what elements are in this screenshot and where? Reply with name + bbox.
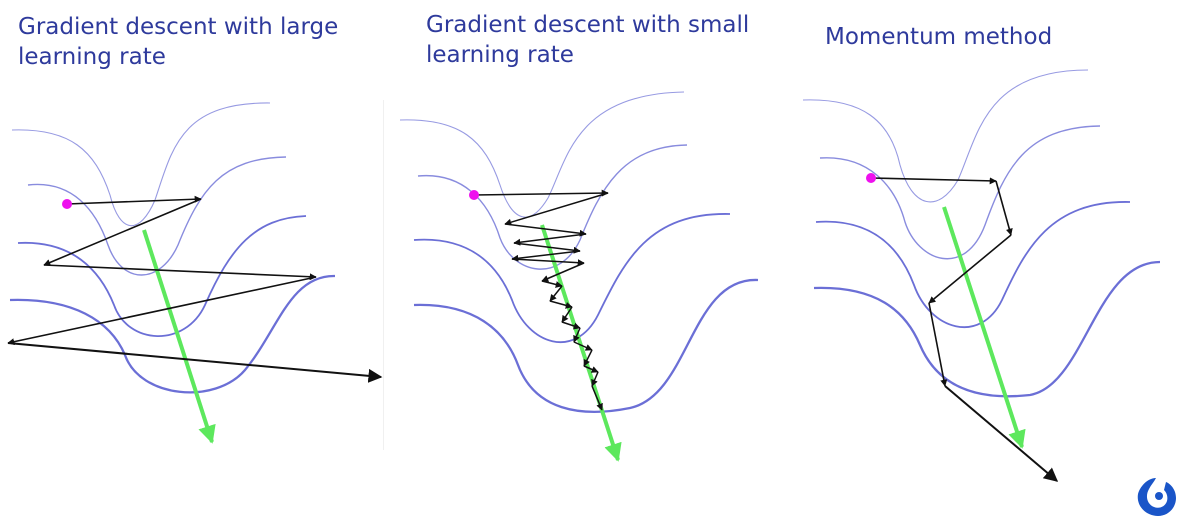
contour-lines [9,102,336,394]
step-arrow [66,195,202,205]
step-arrow [7,342,383,383]
step-arrow [583,349,593,367]
step-arrow [928,302,948,387]
step-arrow [513,233,587,246]
contour-line [413,278,759,413]
gradient-arrow [142,229,216,444]
start-point [62,199,72,209]
contour-line [27,156,287,276]
contour-line [819,125,1101,260]
gradient-arrow [540,224,622,462]
step-arrow [561,306,573,323]
step-arrow [573,327,581,343]
contour-line [813,260,1161,398]
step-arrow [995,180,1013,236]
contour-line [11,102,271,227]
step-arrow [591,385,603,411]
contour-lines [802,69,1161,398]
panel-divider [383,100,384,450]
descent-path [473,189,609,411]
step-arrow [473,189,609,197]
step-arrow [583,365,599,373]
logo-icon [1137,478,1176,516]
panel-momentum [802,69,1161,482]
panel-large-lr [7,102,383,444]
start-point [866,173,876,183]
step-arrow [7,276,317,346]
contour-line [9,274,336,394]
contour-line [802,69,1089,203]
step-arrow [541,280,563,288]
step-arrow [504,223,587,237]
panel-title-small-lr: Gradient descent with small learning rat… [426,12,750,68]
contour-line [17,215,307,337]
contour-line [399,91,685,218]
step-arrow [928,234,1012,304]
step-arrow [513,242,581,254]
panel-title-large-lr: Gradient descent with large learning rat… [18,14,339,70]
contour-line [815,201,1131,328]
step-arrow [541,262,585,282]
gradient-arrow [942,206,1026,449]
contour-line [413,213,731,343]
panel-title-momentum: Momentum method [825,24,1053,50]
contour-lines [399,91,759,413]
step-arrow [511,250,581,262]
step-arrow [549,300,573,309]
step-arrow [573,341,593,351]
step-arrow [511,258,585,267]
step-arrow [944,385,1059,482]
contour-line [417,144,688,270]
step-arrow [591,371,599,387]
step-arrow [870,177,997,185]
start-point [469,190,479,200]
step-arrow [504,192,609,226]
step-arrow [43,198,202,266]
step-arrow [561,321,581,330]
descent-path [7,195,383,383]
step-arrow [549,285,563,302]
descent-path [870,177,1059,482]
panel-small-lr [399,91,759,462]
step-arrow [43,264,317,281]
